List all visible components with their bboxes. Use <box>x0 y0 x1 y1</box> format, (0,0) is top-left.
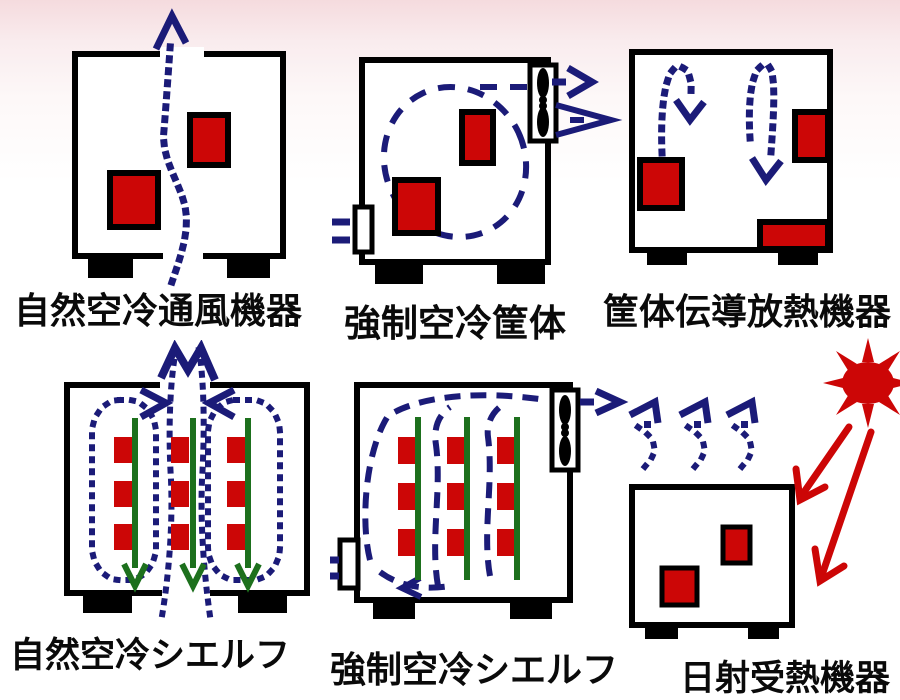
heat-component <box>720 524 753 566</box>
panel-label-forced-shelf: 強制空冷シエルフ <box>330 650 619 691</box>
sun-icon <box>823 338 900 428</box>
bottom-vent-gap <box>162 586 210 599</box>
heat-component <box>398 437 514 556</box>
forced-air-enclosure-diagram <box>332 57 623 284</box>
heat-component <box>659 565 700 608</box>
panel-label-natural-shelf: 自然空冷シエルフ <box>10 636 291 676</box>
foot <box>88 256 133 278</box>
arrow-head-right-icon <box>139 386 174 421</box>
heat-component <box>792 109 831 163</box>
panel-label-solar-heated: 日射受熱機器 <box>680 659 891 699</box>
foot <box>83 593 132 613</box>
enclosure-box <box>72 51 286 259</box>
exhaust-arrow-head <box>594 387 629 417</box>
foot <box>510 600 552 619</box>
natural-air-ventilated-diagram <box>72 8 286 287</box>
foot <box>748 625 779 639</box>
heat-rise-dotted-arrow <box>628 396 759 478</box>
heat-component <box>637 157 685 211</box>
foot <box>645 625 678 639</box>
heat-component <box>107 170 161 230</box>
foot <box>778 250 818 265</box>
solar-heated-diagram <box>628 338 900 639</box>
enclosure-box <box>629 484 795 628</box>
foot <box>647 250 687 265</box>
arrow-head-left-icon <box>395 575 423 600</box>
forced-shelf-diagram <box>330 382 629 619</box>
heat-component <box>392 177 441 236</box>
natural-airflow-dotted-arrow <box>160 32 190 287</box>
foot <box>497 262 545 284</box>
natural-shelf-diagram <box>64 340 310 620</box>
arrow-head-down-icon <box>749 156 784 187</box>
panel-label-natural-air-ventilated: 自然空冷通風機器 <box>14 291 303 332</box>
panel-label-conduction-cooled: 筐体伝導放熱機器 <box>603 292 892 333</box>
fan-icon <box>527 62 559 144</box>
foot <box>373 600 415 619</box>
fan-icon <box>549 387 581 473</box>
enclosure-box <box>359 57 551 265</box>
exhaust-arrow-head <box>566 64 599 100</box>
internal-circulation-dotted-arrow <box>658 63 695 157</box>
arrow-head-down-icon <box>673 97 707 126</box>
forced-airflow-dashed-loop <box>380 84 530 240</box>
foot <box>227 256 270 278</box>
inlet-vent-icon <box>330 537 361 591</box>
solar-ray-arrow <box>792 423 875 587</box>
conduction-cooled-diagram <box>629 49 833 265</box>
card-rail <box>121 418 262 593</box>
foot <box>238 593 287 613</box>
inlet-vent-icon <box>332 204 375 255</box>
natural-circulation-dotted-loop <box>89 346 283 620</box>
heat-component <box>459 109 496 166</box>
internal-circulation-dotted-arrow <box>745 61 778 157</box>
panel-label-forced-air-enclosure: 強制空冷筐体 <box>344 302 566 345</box>
heat-component <box>114 437 245 550</box>
exhaust-arrow-head-large <box>555 102 623 138</box>
card-rail <box>415 417 520 580</box>
arrow-head-up-icon <box>152 8 190 51</box>
heat-component <box>757 219 831 252</box>
arrow-head-left-icon <box>201 386 236 421</box>
chimney-outflow-arrow <box>157 340 219 382</box>
forced-airflow-dashed-path <box>362 392 547 591</box>
heat-component <box>187 112 231 168</box>
foot <box>375 262 423 284</box>
